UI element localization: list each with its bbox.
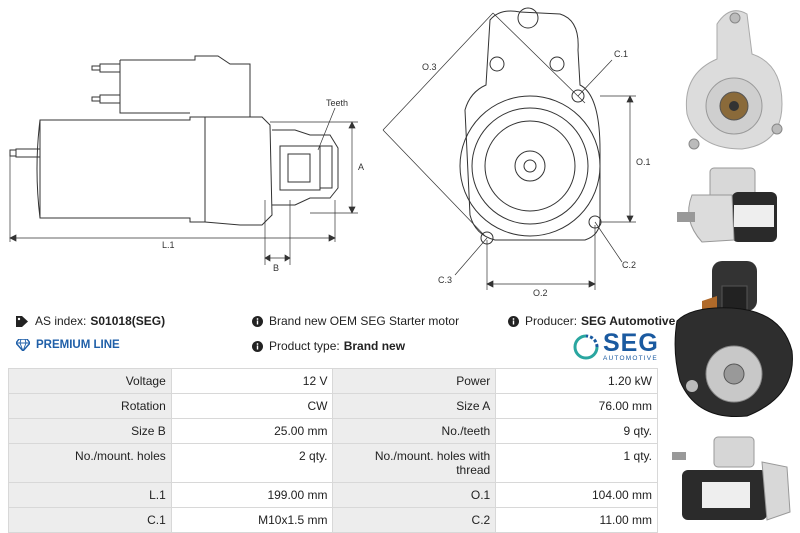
producer-label: Producer: xyxy=(525,314,578,328)
product-type-label: Product type: xyxy=(269,339,340,353)
seg-logo: SEG AUTOMOTIVE xyxy=(573,331,659,362)
label-o2: O.2 xyxy=(533,288,548,298)
spec-value: 25.00 mm xyxy=(170,418,334,444)
product-type-value: Brand new xyxy=(343,339,406,353)
photo-rear-view[interactable] xyxy=(672,256,798,426)
spec-label: C.1 xyxy=(8,507,172,533)
photo-bottom-view[interactable] xyxy=(672,432,798,526)
seg-logo-sub: AUTOMOTIVE xyxy=(603,355,658,362)
info-icon xyxy=(252,340,263,352)
as-index-label: AS index: xyxy=(35,314,87,328)
spec-value: M10x1.5 mm xyxy=(170,507,334,533)
spec-value: 104.00 mm xyxy=(495,482,658,508)
premium-line: PREMIUM LINE xyxy=(16,339,120,351)
spec-value: CW xyxy=(170,393,334,419)
diamond-icon xyxy=(16,339,30,351)
as-index-value: S01018(SEG) xyxy=(90,314,166,328)
info-icon xyxy=(508,315,519,327)
label-l1: L.1 xyxy=(162,240,175,250)
description: Brand new OEM SEG Starter motor xyxy=(252,314,459,328)
spec-value: 199.00 mm xyxy=(170,482,334,508)
as-index: AS index: S01018(SEG) xyxy=(16,314,165,328)
spec-value: 2 qty. xyxy=(170,443,334,483)
product-type: Product type: Brand new xyxy=(252,339,405,353)
drive-housing xyxy=(204,116,273,226)
info-icon xyxy=(252,315,263,327)
product-photos xyxy=(668,0,800,530)
photo-side-view[interactable] xyxy=(672,160,798,250)
spec-label: O.1 xyxy=(332,482,497,508)
spec-label: C.2 xyxy=(332,507,497,533)
spec-label: No./mount. holes xyxy=(8,443,172,483)
label-c2: C.2 xyxy=(622,260,636,270)
label-teeth: Teeth xyxy=(326,98,348,108)
front-flange xyxy=(464,10,601,241)
spec-label: Rotation xyxy=(8,393,172,419)
spec-label: Voltage xyxy=(8,368,172,394)
producer: Producer: SEG Automotive xyxy=(508,314,675,328)
spec-value: 76.00 mm xyxy=(495,393,658,419)
description-text: Brand new OEM SEG Starter motor xyxy=(269,314,460,328)
label-b: B xyxy=(273,263,279,273)
motor-body xyxy=(39,116,206,223)
spec-value: 9 qty. xyxy=(495,418,658,444)
label-a: A xyxy=(358,162,364,172)
technical-drawing: Teeth A B L.1 O.3 C.1 O.1 C.2 C.3 O. xyxy=(9,7,651,298)
spec-label: L.1 xyxy=(8,482,172,508)
label-o3: O.3 xyxy=(422,62,437,72)
spec-value: 1 qty. xyxy=(495,443,658,483)
solenoid xyxy=(120,55,251,118)
pinion xyxy=(272,129,339,206)
spec-label: No./mount. holes with thread xyxy=(332,443,497,483)
tag-icon xyxy=(16,315,28,327)
seg-logo-word: SEG xyxy=(603,329,659,357)
label-o1: O.1 xyxy=(636,157,651,167)
spec-label: No./teeth xyxy=(332,418,497,444)
spec-value: 12 V xyxy=(170,368,334,394)
spec-label: Power xyxy=(332,368,497,394)
producer-value: SEG Automotive xyxy=(581,314,676,328)
spec-label: Size A xyxy=(332,393,497,419)
label-c3: C.3 xyxy=(438,275,452,285)
spec-value: 11.00 mm xyxy=(495,507,658,533)
seg-logo-icon xyxy=(573,334,599,359)
spec-value: 1.20 kW xyxy=(495,368,658,394)
label-c1: C.1 xyxy=(614,49,628,59)
mount-hole-c1 xyxy=(571,89,585,103)
spec-label: Size B xyxy=(8,418,172,444)
premium-line-label: PREMIUM LINE xyxy=(36,339,120,351)
photo-front-view[interactable] xyxy=(672,4,798,154)
